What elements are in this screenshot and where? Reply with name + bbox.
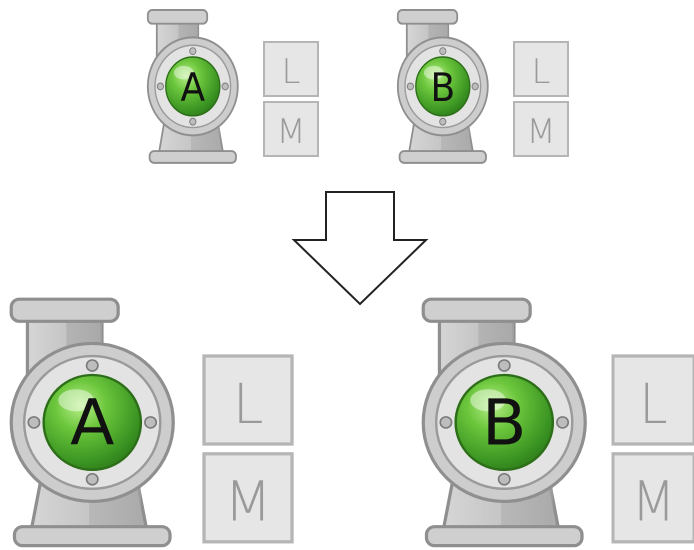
pump-label: A (70, 387, 115, 460)
mode-boxes-b-large: L M (611, 354, 694, 544)
mode-boxes-a-small: L M (263, 41, 319, 157)
mode-label-l: L (282, 52, 301, 92)
pump-a-small: A (146, 8, 239, 164)
mode-label-l: L (639, 372, 667, 437)
mode-boxes-a-large: L M (202, 354, 294, 544)
pump-b-large: B (421, 297, 587, 548)
mode-label-l: L (532, 52, 551, 92)
mode-label-l: L (233, 373, 264, 437)
pump-a-large: A (9, 297, 175, 548)
mode-label-m: M (224, 471, 272, 535)
pump-label: B (482, 387, 526, 460)
mode-boxes-b-small: L M (513, 41, 569, 157)
mode-label-m: M (276, 112, 305, 152)
mode-label-m: M (526, 112, 555, 152)
pump-label: A (180, 65, 205, 111)
pump-b-small: B (396, 8, 489, 164)
pump-label: B (430, 65, 455, 111)
mode-label-m: M (631, 470, 675, 535)
down-arrow-icon (291, 191, 429, 306)
